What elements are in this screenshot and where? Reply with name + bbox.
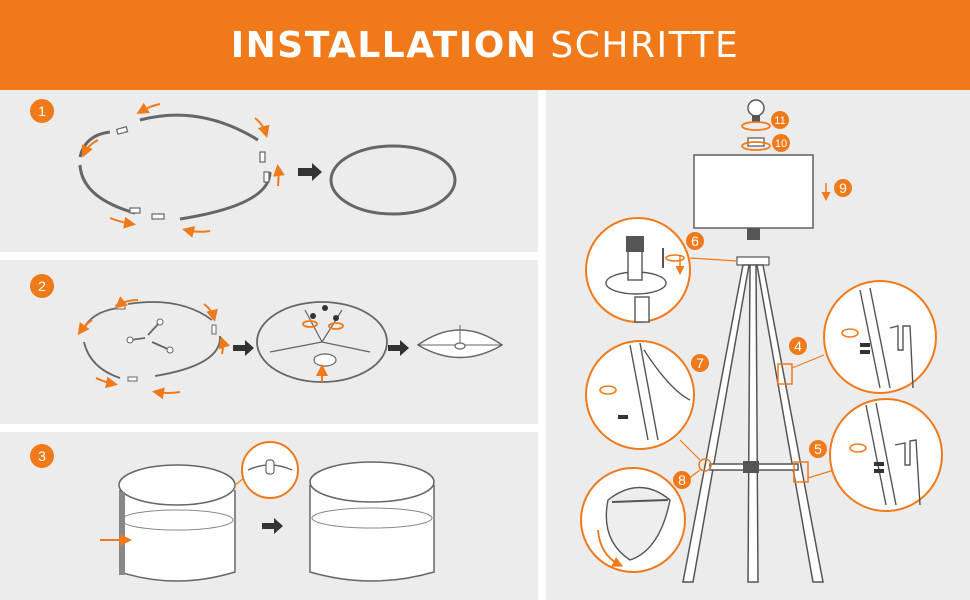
step-1-drawing	[78, 102, 457, 238]
step-number: 1	[38, 103, 46, 119]
step-number: 5	[814, 441, 822, 457]
step-3-drawing	[100, 441, 435, 582]
step-badge-5: 5	[809, 440, 827, 458]
screw-icon	[333, 315, 339, 321]
tripod-lamp-drawing	[580, 99, 943, 583]
step-badge-7: 7	[691, 354, 709, 372]
lamp-shade	[693, 154, 814, 229]
arrow-right-icon	[388, 340, 409, 356]
step-badge-9: 9	[834, 179, 852, 197]
arrow-right-icon	[298, 163, 322, 181]
tripod-leg	[756, 264, 824, 583]
step-badge-6: 6	[686, 232, 704, 250]
rotate-arrow-icon	[136, 102, 161, 115]
washer	[313, 353, 337, 367]
rotate-arrow-icon	[273, 164, 285, 187]
step-badge-10: 10	[772, 134, 790, 152]
assembled-ring	[329, 144, 457, 216]
step-badge-3: 3	[30, 444, 54, 468]
header-banner: INSTALLATION SCHRITTE	[0, 0, 970, 90]
step-number: 11	[774, 115, 785, 127]
step-number: 4	[794, 338, 802, 354]
step-badge-11: 11	[771, 111, 789, 129]
step-number: 7	[696, 355, 704, 371]
rotate-arrow-icon	[81, 139, 99, 158]
tripod-leg	[682, 264, 750, 583]
step-badge-8: 8	[673, 471, 691, 489]
arrow-right-icon	[262, 518, 283, 534]
title-light: SCHRITTE	[550, 24, 740, 66]
screw-icon	[322, 305, 328, 311]
screw-icon	[310, 313, 316, 319]
step-number: 8	[678, 472, 686, 488]
page-title: INSTALLATION SCHRITTE	[231, 25, 739, 66]
step-number: 2	[38, 278, 46, 294]
ring-segment	[78, 130, 111, 158]
step-badge-2: 2	[30, 274, 54, 298]
rotate-arrow-icon	[109, 216, 136, 229]
step-number: 6	[691, 233, 699, 249]
panel-step-1	[0, 90, 538, 252]
bulb-icon	[747, 99, 765, 122]
title-bold: INSTALLATION	[230, 24, 538, 66]
ring-segment	[139, 113, 259, 142]
step-number: 3	[38, 448, 46, 464]
step-badges: 1 2 3 4 5 6 7	[30, 99, 852, 489]
tripod-leg	[747, 264, 759, 583]
step-number: 10	[775, 138, 787, 150]
rotate-arrow-icon	[254, 117, 270, 138]
ring-segment	[78, 164, 136, 215]
arrow-right-icon	[233, 340, 254, 356]
step-badge-1: 1	[30, 99, 54, 123]
step-number: 9	[839, 180, 847, 196]
rotate-arrow-icon	[182, 226, 211, 238]
step-2-drawing	[77, 296, 504, 400]
step-badge-4: 4	[789, 337, 807, 355]
ring-segment	[179, 171, 272, 221]
